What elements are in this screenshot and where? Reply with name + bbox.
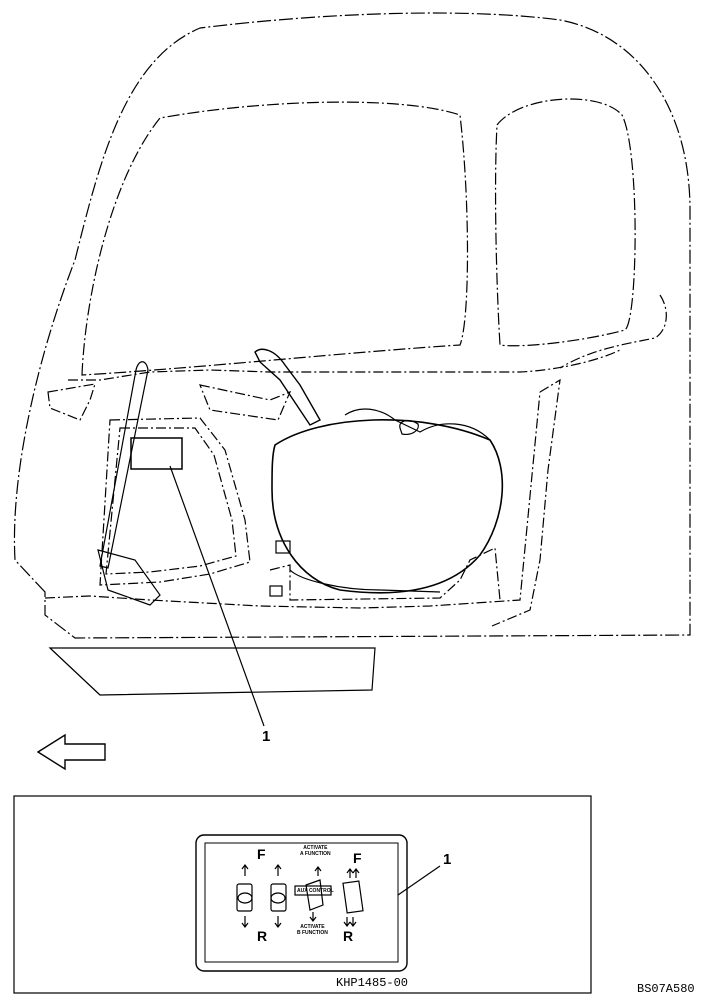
decal-knob-mid [270, 892, 286, 904]
decal-letter-f-left: F [257, 846, 266, 862]
decal-letter-r-right: R [343, 928, 354, 944]
armrest [344, 408, 491, 441]
decal-lever-left [236, 883, 253, 912]
detail-frame [13, 795, 592, 994]
callout-1-bottom: 1 [443, 851, 452, 868]
headrest [254, 348, 321, 426]
rear-corner-outline [559, 294, 667, 369]
decal-center-tag-box [294, 885, 332, 896]
control-lever-base [97, 549, 161, 606]
lower-skirt [48, 647, 376, 696]
pedal-area-inner [105, 427, 237, 575]
decal-lever-mid [270, 883, 287, 912]
seat-pedestal [289, 569, 441, 593]
cab-outline [13, 12, 691, 639]
hood-line [199, 384, 292, 421]
decal-center-control [305, 879, 324, 911]
decal-part-code: KHP1485-00 [336, 976, 409, 990]
decal-arrow-b [309, 912, 317, 922]
decal-location [130, 437, 183, 470]
decal-center-tag: AUX CONTROL [297, 888, 334, 894]
leader-line-top [169, 465, 265, 727]
decal-activate-a: ACTIVATE A FUNCTION [300, 845, 331, 857]
side-window-outline [494, 98, 636, 347]
decal-arrow-up-2 [274, 864, 282, 876]
decal-arrow-a [314, 866, 322, 876]
decal-activate-b: ACTIVATE B FUNCTION [297, 924, 328, 936]
decal-arrow-down-1 [241, 916, 249, 928]
small-switch [275, 540, 291, 554]
left-console [47, 383, 96, 421]
joystick-right [399, 419, 419, 435]
right-side-panel [491, 378, 561, 627]
small-switch-2 [269, 585, 283, 597]
lower-skirt-2 [49, 647, 101, 696]
callout-1-top: 1 [262, 728, 271, 745]
decal-inner [204, 842, 399, 963]
decal-lever-right [342, 880, 364, 914]
decal-arrow-up-1 [241, 864, 249, 876]
floor-line [44, 391, 541, 609]
pedal-area [99, 417, 251, 586]
figure-code: BS07A580 [637, 982, 695, 996]
front-window-outline [81, 101, 469, 376]
decal-arrow-down-2 [274, 916, 282, 928]
console-outline [68, 349, 621, 381]
leader-line-bottom [397, 865, 441, 896]
front-direction-arrow [36, 733, 106, 771]
seat-back [271, 419, 504, 594]
decal-letter-f-right: F [353, 850, 362, 866]
decal-arrow-fr-down [343, 917, 357, 927]
decal-arrow-fr-up [346, 868, 360, 878]
control-lever [99, 361, 149, 569]
decal-outer [195, 834, 408, 972]
decal-knob-left [237, 892, 253, 904]
decal-letter-r-left: R [257, 928, 268, 944]
